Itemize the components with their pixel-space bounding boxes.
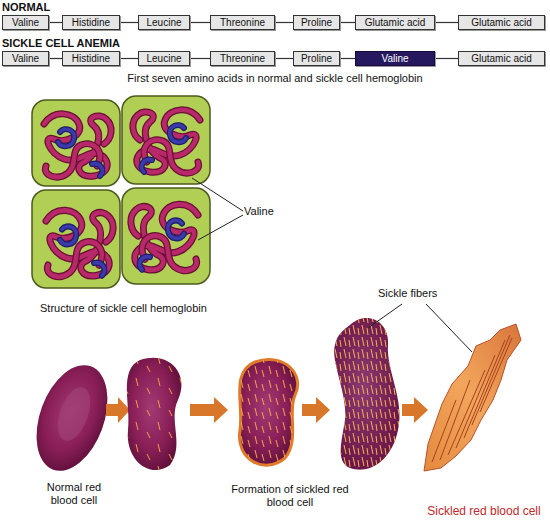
amino-acid-box: Glutamic acid	[458, 15, 545, 30]
peptide-bond	[120, 58, 138, 59]
peptide-bond	[340, 58, 355, 59]
amino-acid-name: Histidine	[72, 54, 110, 64]
amino-acid-box: Histidine	[62, 51, 120, 66]
amino-acid-box: Histidine	[62, 15, 120, 30]
peptide-bond	[435, 22, 458, 23]
text-label: Structure of sickle cell hemoglobin	[40, 302, 260, 315]
amino-acid-name: Histidine	[72, 18, 110, 28]
amino-acid-name: Glutamic acid	[471, 18, 532, 28]
peptide-bond	[435, 58, 458, 59]
amino-acid-name: Leucine	[146, 18, 181, 28]
text-label: NORMAL	[2, 1, 202, 14]
amino-acid-box: Valine	[2, 15, 49, 30]
peptide-bond	[49, 22, 62, 23]
amino-acid-box: Proline	[293, 15, 340, 30]
text-label: Sickled red blood cell	[418, 504, 550, 518]
peptide-bond	[275, 22, 293, 23]
amino-acid-box: Threonine	[210, 15, 275, 30]
amino-acid-name: Glutamic acid	[365, 18, 426, 28]
amino-acid-name: Valine	[381, 54, 408, 64]
amino-acid-name: Valine	[12, 54, 39, 64]
amino-acid-box: Threonine	[210, 51, 275, 66]
amino-acid-box: Glutamic acid	[355, 15, 435, 30]
text-label: SICKLE CELL ANEMIA	[2, 37, 202, 50]
amino-acid-box: Leucine	[138, 15, 190, 30]
peptide-bond	[190, 58, 210, 59]
amino-acid-name: Proline	[301, 54, 332, 64]
peptide-bond	[49, 58, 62, 59]
amino-acid-name: Valine	[12, 18, 39, 28]
amino-acid-box: Leucine	[138, 51, 190, 66]
text-label: Formation of sickled red blood cell	[228, 483, 352, 509]
amino-acid-name: Threonine	[220, 54, 265, 64]
text-label: First seven amino acids in normal and si…	[0, 72, 550, 85]
text-label: Normal red blood cell	[32, 481, 116, 507]
amino-acid-name: Threonine	[220, 18, 265, 28]
amino-acid-box: Valine	[355, 51, 435, 66]
peptide-bond	[275, 58, 293, 59]
amino-acid-name: Proline	[301, 18, 332, 28]
amino-acid-box: Valine	[2, 51, 49, 66]
amino-acid-name: Glutamic acid	[471, 54, 532, 64]
peptide-bond	[190, 22, 210, 23]
amino-acid-box: Glutamic acid	[458, 51, 545, 66]
peptide-bond	[120, 22, 138, 23]
amino-acid-box: Proline	[293, 51, 340, 66]
text-label: Valine	[244, 205, 304, 218]
amino-acid-name: Leucine	[146, 54, 181, 64]
text-label: Sickle fibers	[378, 287, 468, 300]
peptide-bond	[340, 22, 355, 23]
